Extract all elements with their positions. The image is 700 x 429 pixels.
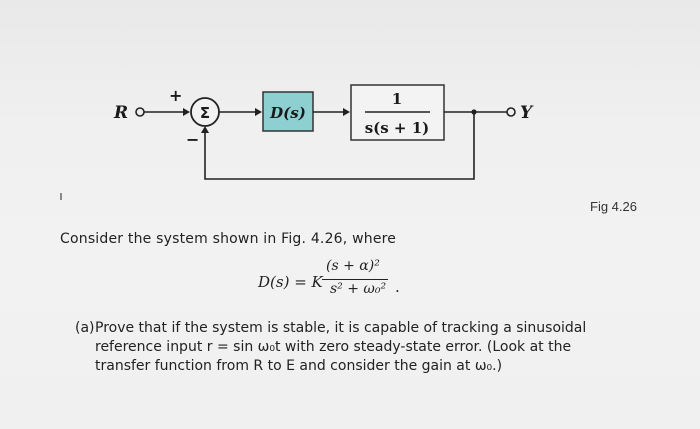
problem-intro: Consider the system shown in Fig. 4.26, …	[60, 231, 397, 247]
controller-label: D(s)	[269, 104, 306, 122]
summer-symbol: Σ	[200, 104, 210, 122]
equation-fraction-bar	[322, 279, 388, 280]
figure-caption: Fig 4.26	[590, 199, 637, 214]
equation-period: .	[395, 278, 400, 296]
equation-denominator: s² + ω₀²	[330, 281, 387, 297]
block-diagram: R + Σ − D(s) 1 s(s + 1) Y	[60, 84, 534, 200]
plant-arrow	[343, 108, 350, 116]
part-a-line: reference input r = sin ω₀t with zero st…	[95, 339, 572, 355]
part-a-label: (a)	[75, 320, 95, 336]
plant-denominator: s(s + 1)	[365, 119, 430, 137]
equation-fraction: (s + α)² s² + ω₀²	[318, 258, 398, 306]
controller-equation: D(s) = K (s + α)² s² + ω₀² .	[258, 258, 458, 308]
input-arrow	[183, 108, 190, 116]
minus-sign: −	[186, 130, 199, 149]
feedback-arrow	[201, 126, 209, 133]
equation-lhs: D(s) = K	[258, 273, 323, 291]
output-label: Y	[520, 103, 534, 123]
feedback-path	[204, 112, 475, 180]
controller-arrow	[255, 108, 262, 116]
equation-numerator: (s + α)²	[326, 258, 380, 274]
input-terminal	[135, 107, 145, 117]
part-a-body: Prove that if the system is stable, it i…	[95, 319, 600, 376]
output-terminal	[506, 107, 516, 117]
plus-sign: +	[169, 86, 182, 105]
part-a-line: Prove that if the system is stable, it i…	[95, 320, 587, 336]
plant-numerator: 1	[392, 90, 402, 108]
part-a-line: transfer function from R to E and consid…	[95, 358, 503, 374]
input-label: R	[113, 103, 128, 123]
